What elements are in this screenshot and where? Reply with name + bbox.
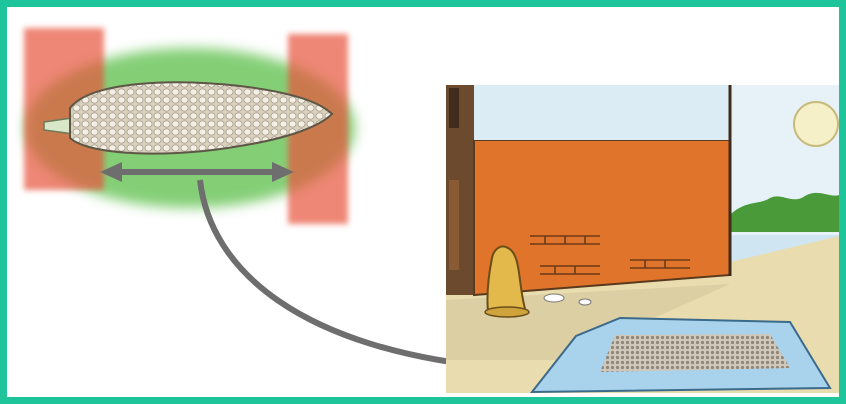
corn-panel [24,28,355,224]
drying-kernels [600,334,790,372]
drying-scene [446,85,839,393]
sun-icon [794,102,838,146]
